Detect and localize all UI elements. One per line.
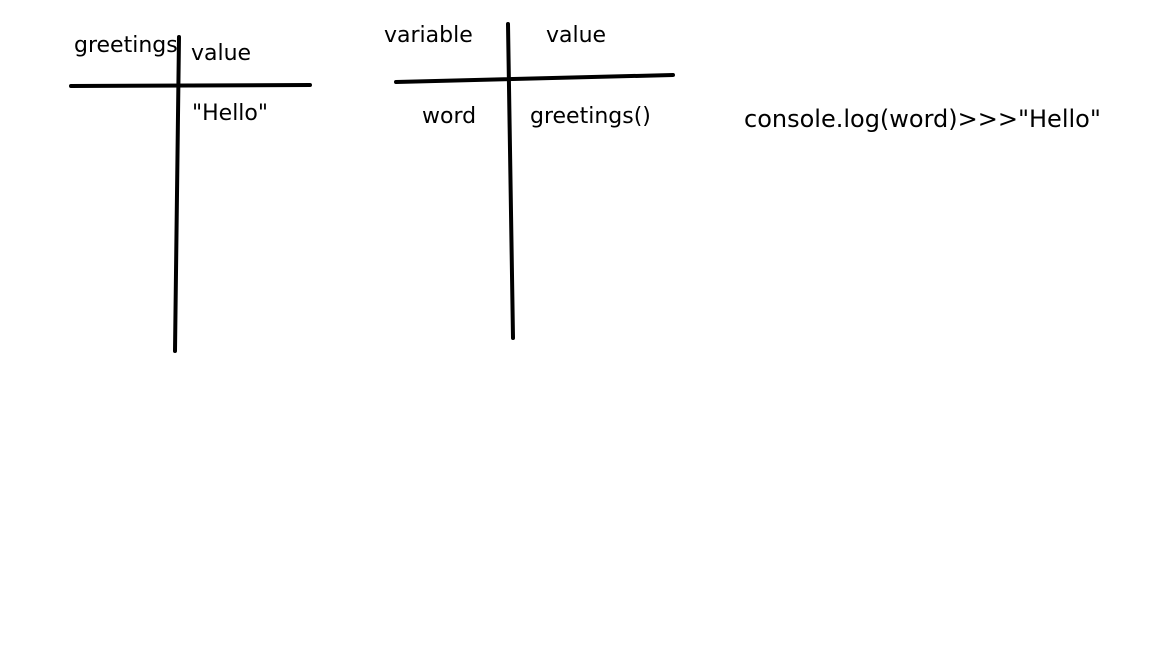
console-log-note: console.log(word)>>>"Hello" (744, 105, 1101, 133)
table2-cell-value: greetings() (530, 104, 651, 129)
table2-header-left: variable (384, 23, 473, 48)
table2-horizontal-rule (394, 73, 675, 84)
table1-header-right: value (191, 41, 252, 66)
table1-horizontal-rule (69, 83, 312, 88)
table1-cell-value: "Hello" (192, 101, 269, 126)
table1-vertical-rule (173, 35, 181, 353)
table2-cell-variable: word (422, 104, 477, 129)
table1-header-left: greetings (74, 33, 178, 58)
table2-vertical-rule (506, 22, 515, 340)
table2-header-right: value (546, 23, 607, 48)
